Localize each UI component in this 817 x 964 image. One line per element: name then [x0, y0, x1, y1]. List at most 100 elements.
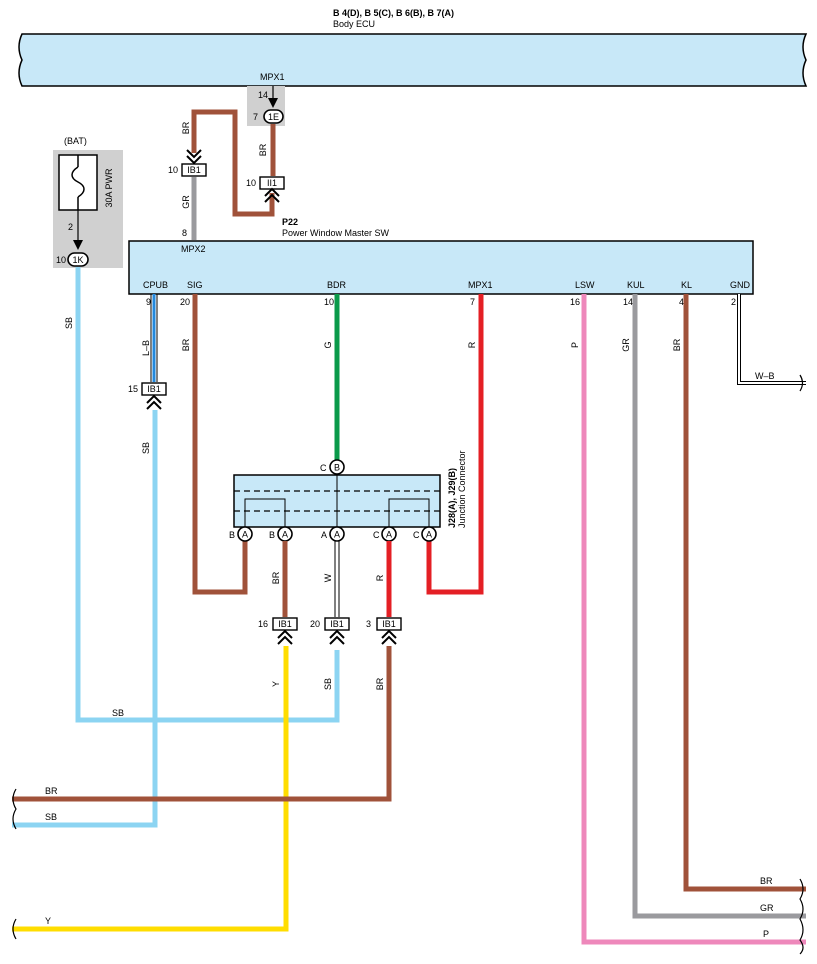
ecu-conn-pin: 7	[253, 112, 258, 122]
fuse-conn-pin: 10	[56, 255, 66, 265]
junction-top-letter: C	[320, 463, 327, 473]
wire-br-left-label: BR	[181, 121, 191, 134]
wire-br-ib1-label: BR	[375, 677, 385, 690]
pin-name-mpx1: MPX1	[468, 280, 493, 290]
junction-pin-4-id: A	[386, 530, 392, 540]
fuse-name: 30A PWR	[104, 168, 114, 208]
body-ecu	[18, 33, 808, 87]
pin-num-mpx1: 7	[470, 297, 475, 307]
pin-name-sig: SIG	[187, 280, 203, 290]
wire-gr-label: GR	[181, 195, 191, 209]
junction-pin-3	[329, 526, 345, 542]
wire-r-junction-label: R	[375, 574, 385, 581]
wire-br-ib1	[12, 646, 392, 802]
ib1-lower-2-id: IB1	[330, 619, 344, 629]
pin-num-kl: 4	[679, 297, 684, 307]
master-code: P22	[282, 217, 298, 227]
wire-g-label: G	[323, 341, 333, 348]
out-right-p-label: P	[763, 929, 769, 939]
ii1-id: II1	[267, 178, 277, 188]
ib1-upper-pin: 10	[168, 165, 178, 175]
wire-sb-fuse-label: SB	[64, 317, 74, 329]
ii1-chevron-icon	[264, 187, 280, 203]
out-left-sb-label: SB	[45, 812, 57, 822]
wire-wb-inner	[738, 294, 806, 384]
junction-pin-3-letter: A	[321, 530, 327, 540]
junction-top-id: B	[334, 463, 340, 473]
wire-w-label: W	[323, 573, 333, 582]
junction-pin-2-id: A	[282, 530, 288, 540]
wire-br-kl	[683, 294, 806, 892]
ib1-lower-1-chevron-icon	[277, 629, 293, 645]
ecu-conn-badge	[263, 109, 284, 124]
wire-sb-cpub-label: SB	[141, 442, 151, 454]
junction-pin-4-letter: C	[373, 530, 380, 540]
ecu-pin-num: 14	[258, 90, 268, 100]
out-right-br-label: BR	[760, 876, 773, 886]
wire-wb-end	[799, 374, 804, 392]
ib1-cpub-id: IB1	[147, 384, 161, 394]
ib1-upper-id: IB1	[187, 165, 201, 175]
out-left-upper-end	[12, 788, 17, 830]
wire-p-label: P	[570, 342, 580, 348]
power-window-master-switch	[128, 240, 754, 295]
ecu-header: B 4(D), B 5(C), B 6(B), B 7(A)	[333, 8, 454, 18]
junction-pin-2-letter: B	[269, 530, 275, 540]
ib1-lower-3-id: IB1	[382, 619, 396, 629]
pin-num-kul: 14	[623, 297, 633, 307]
ii1-pin: 10	[246, 178, 256, 188]
junction-pin-1	[237, 526, 253, 542]
wire-r-mpx1	[426, 294, 484, 595]
wire-br-sig	[192, 294, 248, 595]
ecu-name: Body ECU	[333, 19, 375, 29]
junction-pin-5-id: A	[426, 530, 432, 540]
wire-sb-bottom-label: SB	[112, 708, 124, 718]
pin-name-kl: KL	[681, 280, 692, 290]
wire-gr-kul-label: GR	[621, 338, 631, 352]
pin-num-lsw: 16	[570, 297, 580, 307]
pin-num-bdr: 10	[324, 297, 334, 307]
junction-inner-b	[244, 498, 286, 527]
out-right-end	[799, 878, 804, 955]
wire-r-mpx1-label: R	[467, 341, 477, 348]
junction-pin-1-letter: B	[229, 530, 235, 540]
mpx2-pin: 8	[182, 228, 187, 238]
fuse-pin: 2	[68, 222, 73, 232]
pin-num-cpub: 9	[146, 297, 151, 307]
wire-sb-cpub	[12, 410, 158, 828]
pin-num-sig: 20	[180, 297, 190, 307]
wire-wb-outer	[737, 294, 806, 385]
ib1-lower-3-chevron-icon	[381, 629, 397, 645]
ib1-upper-connector	[181, 163, 207, 177]
wire-lb-label: L–B	[141, 340, 151, 356]
ib1-lower-2-chevron-icon	[329, 629, 345, 645]
wire-wb-label: W–B	[755, 371, 775, 381]
pin-name-bdr: BDR	[327, 280, 347, 290]
ib1-lower-1-pin: 16	[258, 619, 268, 629]
wire-br-loop	[191, 109, 275, 217]
out-right-gr-label: GR	[760, 903, 774, 913]
fuse-conn-badge	[67, 252, 89, 267]
junction-pin-5-letter: C	[413, 530, 420, 540]
junction-pin-1-id: A	[242, 530, 248, 540]
fuse-source: (BAT)	[64, 136, 87, 146]
wire-y-label: Y	[271, 681, 281, 687]
ecu-arrow-icon	[268, 98, 278, 108]
fuse-conn-id: 1K	[72, 255, 83, 265]
ecu-conn-id: 1E	[268, 112, 279, 122]
out-left-br-label: BR	[45, 786, 58, 796]
junction-title: J28(A), J29(B)	[447, 468, 457, 528]
wire-sb-fuse	[75, 267, 340, 723]
fuse-icon	[71, 166, 85, 198]
junction-inner-c	[388, 498, 430, 527]
pin-name-cpub: CPUB	[143, 280, 168, 290]
wire-br-junction-label: BR	[271, 571, 281, 584]
out-left-y-end	[12, 918, 17, 940]
mpx2-label: MPX2	[181, 244, 206, 254]
junction-subtitle: Junction Connector	[457, 450, 467, 528]
junction-pin-3-id: A	[334, 530, 340, 540]
master-name: Power Window Master SW	[282, 228, 390, 238]
wire-br-sig-label: BR	[181, 338, 191, 351]
junction-pin-5	[421, 526, 437, 542]
wire-br-right-label: BR	[258, 143, 268, 156]
